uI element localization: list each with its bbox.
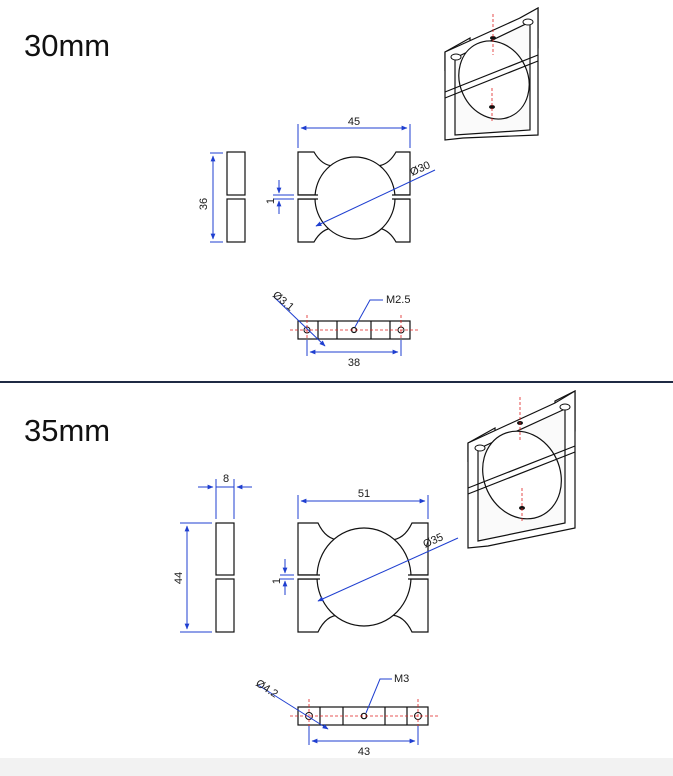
clamp-30mm-panel: 30mm xyxy=(0,0,673,382)
width-dimension-label: 45 xyxy=(348,116,360,128)
gap-dimension-label: 1 xyxy=(265,198,277,204)
height-dimension-label: 44 xyxy=(173,572,185,584)
top-view xyxy=(257,678,438,745)
thickness-dimension-label: 8 xyxy=(223,473,229,485)
isometric-clamp-view xyxy=(467,389,576,549)
front-view xyxy=(273,124,436,243)
hole-dimension-label: Ø4.2 xyxy=(253,677,280,700)
hole-dimension-label: Ø3.1 xyxy=(270,289,296,314)
section-divider xyxy=(0,381,673,383)
gap-dimension-label: 1 xyxy=(271,578,283,584)
diameter-dimension-label: Ø30 xyxy=(408,159,432,178)
size-title: 30mm xyxy=(24,28,111,63)
clamp-30mm-drawing: 36 45 Ø30 1 xyxy=(198,6,539,369)
width-dimension-label: 51 xyxy=(358,488,370,500)
thread-label: M2.5 xyxy=(386,294,410,306)
height-dimension-label: 36 xyxy=(198,198,210,210)
thread-label: M3 xyxy=(394,673,409,685)
hole-spacing-label: 38 xyxy=(348,357,360,369)
side-view xyxy=(210,151,246,243)
clamp-35mm-drawing: 8 44 51 Ø35 1 xyxy=(173,389,576,758)
size-title: 35mm xyxy=(24,413,111,448)
top-view xyxy=(273,296,420,356)
hole-spacing-label: 43 xyxy=(358,746,370,758)
side-view xyxy=(180,479,252,633)
footer-strip xyxy=(0,758,673,776)
clamp-35mm-panel: 35mm xyxy=(0,383,673,758)
isometric-clamp-view xyxy=(444,6,539,141)
front-view xyxy=(280,495,459,633)
